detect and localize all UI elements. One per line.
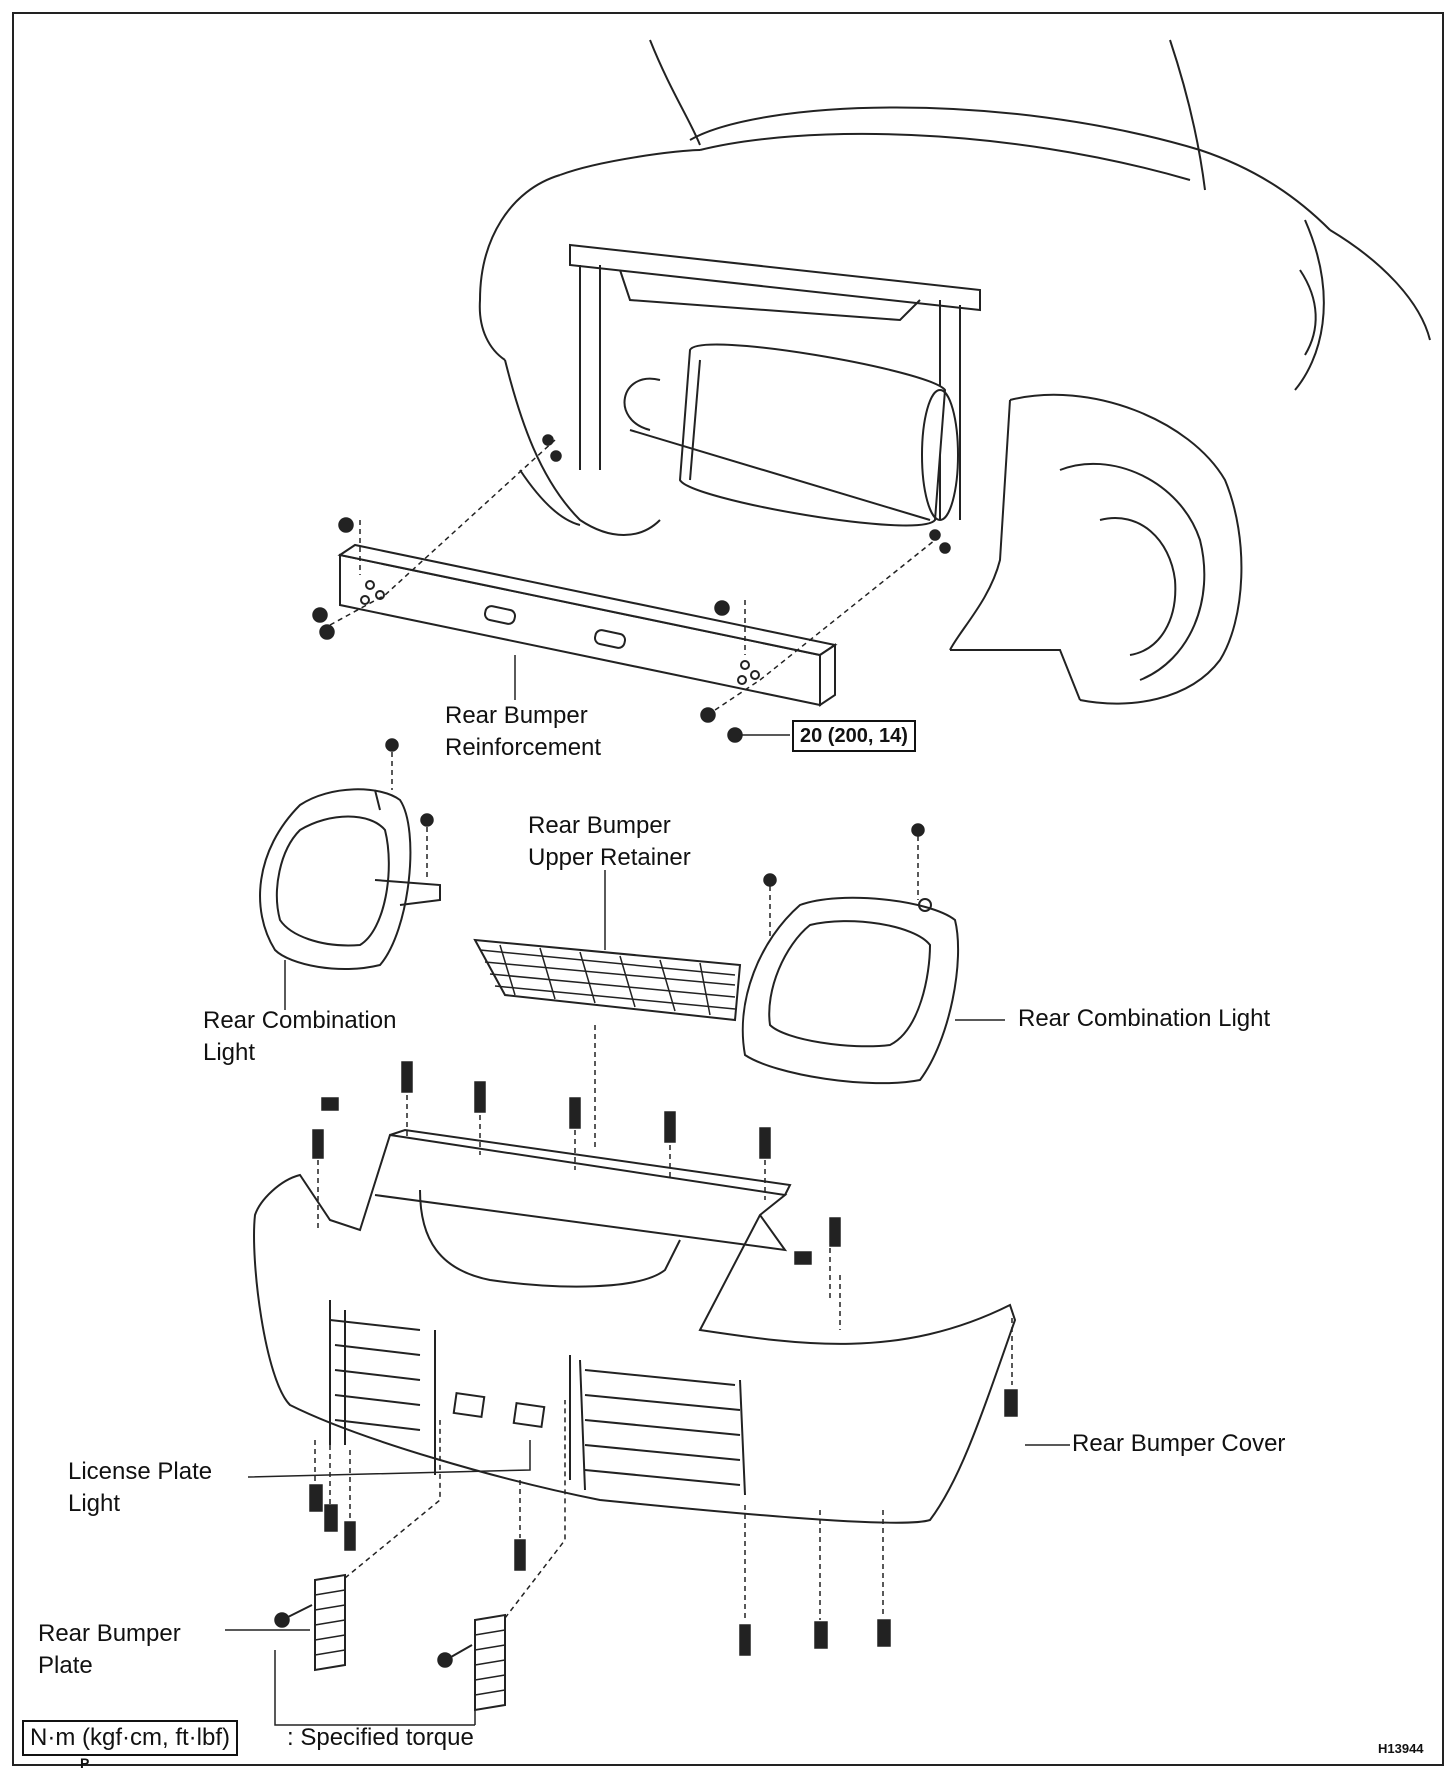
label-rear-combination-light-right: Rear Combination Light — [1018, 1005, 1271, 1032]
bumper-cover-part — [247, 1061, 1070, 1656]
bumper-reinforcement-part — [312, 439, 936, 743]
label-rear-bumper-upper-retainer: Rear Bumper Upper Retainer — [528, 812, 691, 871]
bumper-plate-part — [225, 1400, 566, 1726]
label-rear-combination-light-left: Rear Combination Light — [203, 1007, 397, 1066]
vehicle-body — [478, 39, 1431, 705]
label-license-plate-light: License Plate Light — [68, 1458, 213, 1517]
label-rear-bumper-plate: Rear Bumper Plate — [38, 1620, 181, 1679]
label-rear-bumper-reinforcement: Rear Bumper Reinforcement — [445, 702, 602, 761]
upper-retainer-part — [473, 870, 742, 1150]
diagram-frame — [12, 12, 1444, 1766]
legend-description: : Specified torque — [287, 1724, 474, 1751]
label-rear-bumper-cover: Rear Bumper Cover — [1072, 1430, 1286, 1457]
right-combination-light-part — [741, 823, 1005, 1085]
left-combination-light-part — [259, 738, 441, 1010]
page-marker: P — [80, 1755, 90, 1771]
torque-spec-box: 20 (200, 14) — [792, 720, 916, 752]
figure-code: H13944 — [1378, 1741, 1424, 1756]
legend-unit-box: N·m (kgf·cm, ft·lbf) — [22, 1720, 238, 1756]
